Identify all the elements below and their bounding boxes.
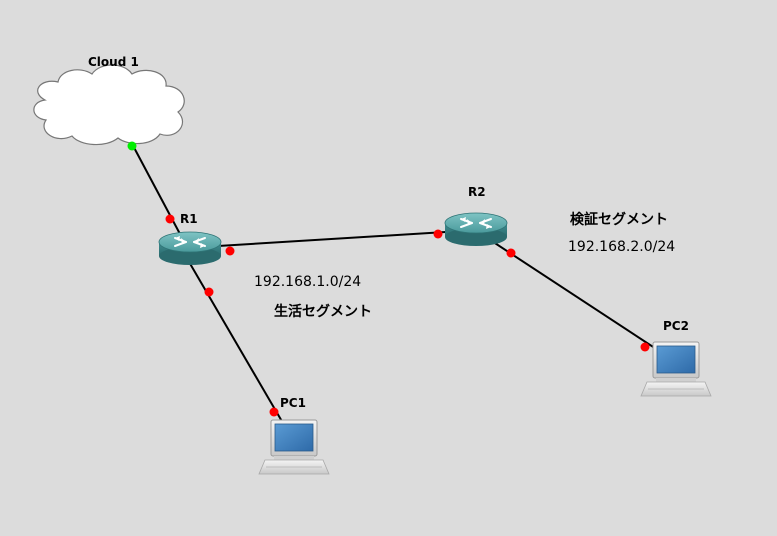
router-icon	[158, 231, 222, 266]
port-pc2	[640, 342, 650, 352]
living-segment-name: 生活セグメント	[274, 304, 372, 320]
port-r2-left	[433, 229, 443, 239]
cloud1-label: Cloud 1	[88, 55, 139, 69]
pc1-label: PC1	[280, 396, 306, 410]
links	[129, 139, 671, 431]
pc2-label: PC2	[663, 319, 689, 333]
cloud-icon	[33, 64, 185, 146]
test-segment-name: 検証セグメント	[570, 212, 668, 228]
port-r1-right	[225, 246, 235, 256]
link-r1-pc1	[184, 254, 288, 431]
r1-label: R1	[180, 212, 198, 226]
test-segment-network: 192.168.2.0/24	[568, 239, 676, 255]
port-r1-down	[204, 287, 214, 297]
pc-icon	[258, 419, 330, 475]
pc-icon	[640, 341, 712, 397]
ports	[127, 141, 650, 417]
link-r1-r2	[184, 229, 479, 249]
port-r1-up	[165, 214, 175, 224]
living-segment-network: 192.168.1.0/24	[254, 274, 362, 290]
port-pc1	[269, 407, 279, 417]
port-cloud1	[127, 141, 137, 151]
r2-label: R2	[468, 185, 486, 199]
port-r2-down	[506, 248, 516, 258]
router-icon	[444, 212, 508, 247]
